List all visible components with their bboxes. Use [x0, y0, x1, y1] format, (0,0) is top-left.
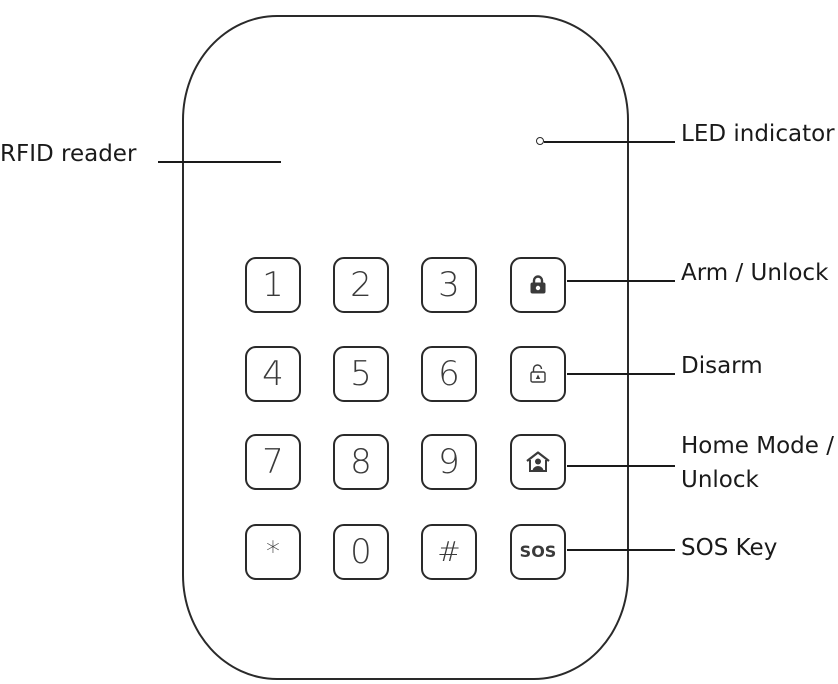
key-2[interactable]: 2: [333, 257, 389, 313]
key-7-label: 7: [262, 442, 284, 482]
sos-button-label: SOS: [519, 542, 557, 561]
key-9[interactable]: 9: [421, 434, 477, 490]
home-mode-label-line1: Home Mode /: [681, 433, 834, 459]
key-0[interactable]: 0: [333, 524, 389, 580]
key-3[interactable]: 3: [421, 257, 477, 313]
arm-button[interactable]: [510, 257, 566, 313]
keypad-device-outline: [182, 15, 629, 680]
sos-key-label: SOS Key: [681, 535, 778, 561]
key-star[interactable]: *: [245, 524, 301, 580]
key-4-label: 4: [262, 354, 284, 394]
key-3-label: 3: [438, 265, 460, 305]
key-5[interactable]: 5: [333, 346, 389, 402]
led-indicator-label: LED indicator: [681, 121, 835, 147]
home-mode-label-line2: Unlock: [681, 467, 759, 493]
lock-closed-icon: [530, 275, 546, 294]
key-hash[interactable]: #: [421, 524, 477, 580]
disarm-button[interactable]: [510, 346, 566, 402]
key-0-label: 0: [350, 532, 372, 572]
key-1-label: 1: [262, 265, 284, 305]
lock-open-icon: [530, 364, 546, 383]
rfid-reader-label: RFID reader: [0, 141, 137, 167]
disarm-label: Disarm: [681, 353, 763, 379]
key-star-label: *: [266, 535, 280, 568]
key-4[interactable]: 4: [245, 346, 301, 402]
key-8-label: 8: [350, 442, 372, 482]
key-7[interactable]: 7: [245, 434, 301, 490]
key-6[interactable]: 6: [421, 346, 477, 402]
sos-button[interactable]: SOS: [510, 524, 566, 580]
key-2-label: 2: [350, 265, 372, 305]
led-indicator-dot: [536, 137, 544, 145]
key-1[interactable]: 1: [245, 257, 301, 313]
key-hash-label: #: [437, 535, 461, 568]
key-8[interactable]: 8: [333, 434, 389, 490]
home-person-icon: [526, 451, 550, 472]
key-6-label: 6: [438, 354, 460, 394]
key-5-label: 5: [350, 354, 372, 394]
arm-unlock-label: Arm / Unlock: [681, 260, 829, 286]
home-mode-button[interactable]: [510, 434, 566, 490]
key-9-label: 9: [438, 442, 460, 482]
